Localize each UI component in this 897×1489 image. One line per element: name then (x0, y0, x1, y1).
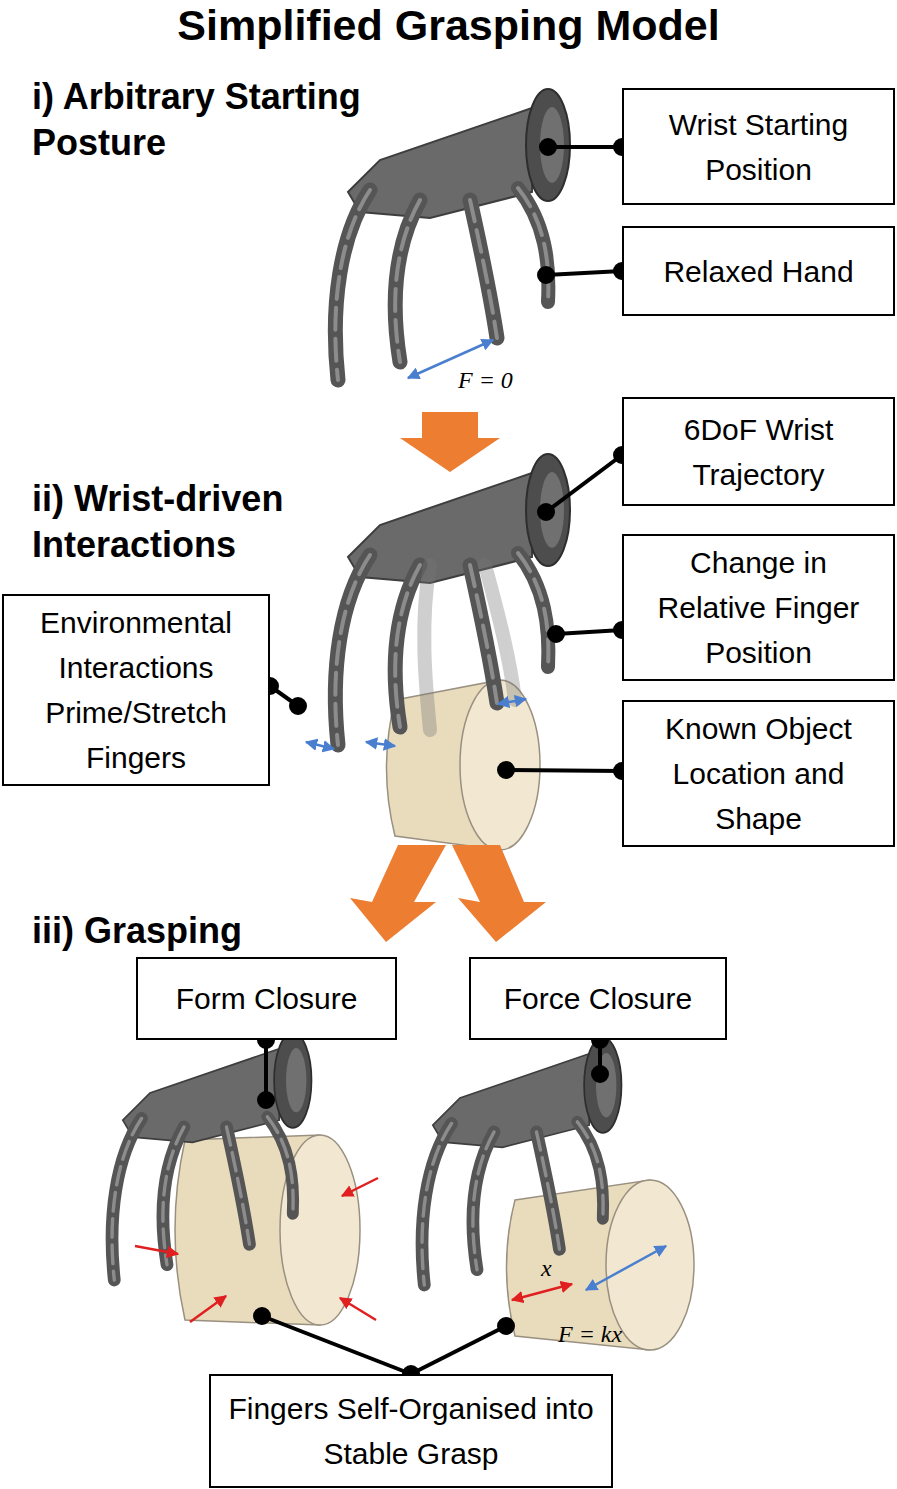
contact-force-arrow (340, 1298, 376, 1320)
ghost-fingers (424, 565, 515, 730)
leader-dot (259, 1093, 273, 1107)
leader-dot (499, 763, 513, 777)
label-box: 6DoF Wrist Trajectory (622, 397, 895, 506)
robot-hand (422, 1038, 621, 1285)
ghost-finger (424, 565, 430, 730)
box-text: Form Closure (176, 976, 358, 1021)
diagram-title: Simplified Grasping Model (0, 0, 897, 50)
section-heading: i) Arbitrary Starting Posture (32, 74, 412, 166)
box-text: Fingers Self-Organised into Stable Grasp (225, 1386, 597, 1476)
force-label: F = kx (558, 1320, 648, 1348)
leader-line (411, 1326, 506, 1374)
robot-hand-group (422, 1038, 621, 1285)
leader-line (546, 455, 622, 512)
robot-hand (112, 1033, 311, 1280)
stretch-arrow (306, 742, 334, 749)
leader-dot (541, 140, 555, 154)
leader-dot (539, 505, 553, 519)
displacement-label: x (541, 1254, 571, 1282)
label-box: Form Closure (136, 957, 397, 1040)
box-text: Environmental Interactions Prime/Stretch… (18, 600, 254, 780)
stretch-arrow (366, 742, 395, 746)
robot-hand (335, 89, 570, 380)
box-text: Force Closure (504, 976, 692, 1021)
leader-dot (593, 1067, 607, 1081)
leader-lines (255, 140, 629, 1381)
flow-arrow (400, 412, 500, 472)
leader-dot (499, 1319, 513, 1333)
flow-arrow (350, 845, 446, 942)
leader-dot (291, 699, 305, 713)
box-text: Change in Relative Finger Position (638, 540, 879, 675)
force-label: F = 0 (458, 366, 538, 394)
section-heading: iii) Grasping (32, 908, 332, 954)
label-box: Environmental Interactions Prime/Stretch… (2, 594, 270, 786)
stretch-arrow (498, 699, 526, 704)
box-text: Wrist Starting Position (638, 102, 879, 192)
box-text: Relaxed Hand (663, 249, 853, 294)
leader-dot (549, 627, 563, 641)
robot-hand-group (112, 1033, 311, 1280)
leader-line (556, 630, 622, 634)
contact-force-arrow (190, 1296, 226, 1322)
leader-line (506, 770, 622, 771)
label-box: Fingers Self-Organised into Stable Grasp (209, 1374, 613, 1488)
leader-line (546, 271, 622, 275)
leader-line (548, 145, 622, 149)
stretch-arrow (586, 1246, 666, 1290)
contact-force-arrow (342, 1178, 378, 1196)
leader-dot (539, 268, 553, 282)
contact-force-arrow (135, 1246, 178, 1254)
section-heading: ii) Wrist-driven Interactions (32, 476, 332, 568)
label-box: Force Closure (469, 957, 727, 1040)
ghost-finger (485, 565, 515, 700)
label-box: Change in Relative Finger Position (622, 534, 895, 681)
flow-arrow (452, 845, 546, 942)
box-text: 6DoF Wrist Trajectory (638, 407, 879, 497)
displacement-arrow (512, 1284, 572, 1300)
leader-line (262, 1316, 411, 1374)
robot-hand (335, 454, 570, 745)
leader-dot (255, 1309, 269, 1323)
box-text: Known Object Location and Shape (638, 706, 879, 841)
label-box: Relaxed Hand (622, 226, 895, 316)
label-box: Wrist Starting Position (622, 88, 895, 205)
label-box: Known Object Location and Shape (622, 700, 895, 847)
